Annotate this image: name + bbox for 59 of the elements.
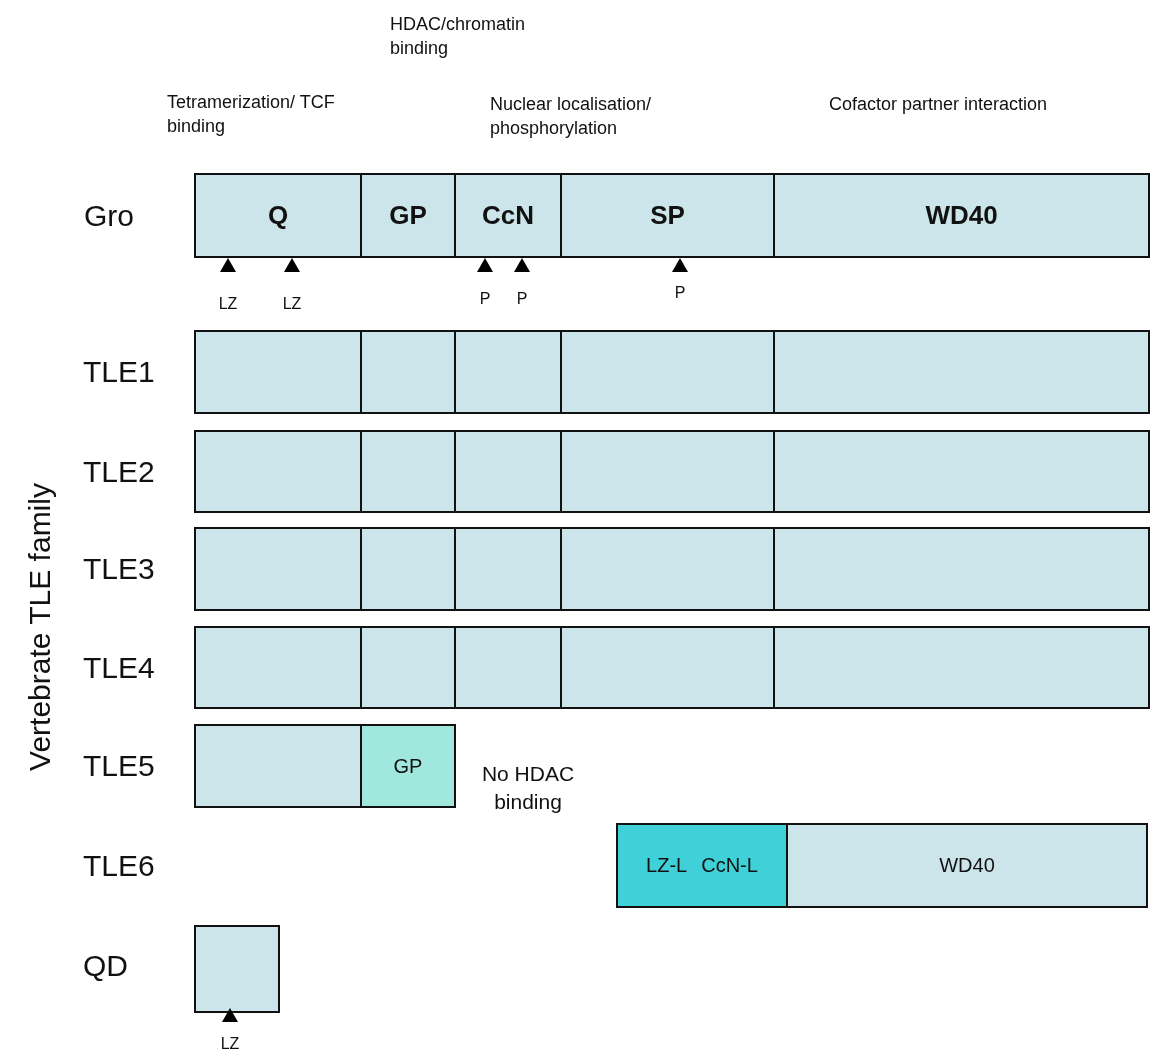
domain-box <box>786 823 1148 908</box>
domain-box <box>560 430 775 513</box>
domain-box <box>560 626 775 709</box>
domain-box <box>773 527 1150 611</box>
domain-label: CcN-L <box>701 854 758 877</box>
domain-box <box>454 173 562 258</box>
domain-box <box>560 527 775 611</box>
domain-box <box>454 430 562 513</box>
domain-box <box>454 527 562 611</box>
domain-label: WD40 <box>939 854 995 877</box>
text-label: No HDAC binding <box>480 761 576 816</box>
domain-label: GP <box>393 754 423 778</box>
domain-label: GP <box>389 200 427 231</box>
text-label: Cofactor partner interaction <box>829 93 1048 116</box>
text-label: QD <box>83 948 128 984</box>
domain-box <box>454 330 562 414</box>
domain-box <box>194 430 362 513</box>
text-label: TLE5 <box>83 748 155 784</box>
text-label: LZ <box>282 294 302 314</box>
domain-box <box>560 330 775 414</box>
domain-box <box>773 330 1150 414</box>
text-label: TLE1 <box>83 354 155 390</box>
domain-box <box>454 626 562 709</box>
domain-box <box>360 330 456 414</box>
text-label: LZ <box>220 1034 240 1054</box>
domain-box <box>360 173 456 258</box>
text-label: TLE6 <box>83 848 155 884</box>
text-label: P <box>516 289 528 309</box>
domain-box <box>194 330 362 414</box>
domain-box <box>360 527 456 611</box>
text-label: TLE4 <box>83 650 155 686</box>
domain-box <box>360 430 456 513</box>
text-label: Tetramerization/ TCF binding <box>167 91 336 139</box>
text-label: TLE3 <box>83 551 155 587</box>
text-label: LZ <box>218 294 238 314</box>
text-label: P <box>674 283 686 303</box>
text-label: TLE2 <box>83 454 155 490</box>
domain-box <box>360 724 456 808</box>
domain-label: SP <box>650 200 685 231</box>
text-label: Gro <box>84 198 134 234</box>
domain-box <box>194 626 362 709</box>
domain-box <box>773 173 1150 258</box>
domain-box <box>773 430 1150 513</box>
domain-box <box>194 724 362 808</box>
text-label: Nuclear localisation/ phosphorylation <box>490 93 653 141</box>
text-label: P <box>479 289 491 309</box>
domain-box <box>773 626 1150 709</box>
text-label: HDAC/chromatin binding <box>390 13 527 61</box>
domain-box <box>360 626 456 709</box>
domain-box <box>194 173 362 258</box>
domain-label: WD40 <box>925 200 998 231</box>
domain-label: CcN <box>482 200 534 231</box>
domain-box <box>616 823 788 908</box>
domain-label: LZ-L <box>646 854 688 877</box>
axis-label: Vertebrate TLE family <box>21 483 57 771</box>
domain-box <box>194 527 362 611</box>
domain-label: Q <box>267 200 289 231</box>
domain-box <box>194 925 280 1013</box>
domain-box <box>560 173 775 258</box>
